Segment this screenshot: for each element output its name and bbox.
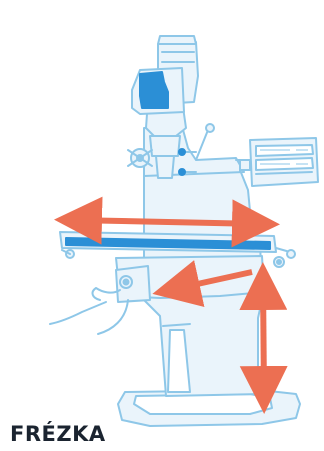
z-axis-arrow (263, 280, 264, 396)
x-axis-arrow (72, 220, 262, 224)
caption-title: FRÉZKA (10, 424, 106, 445)
